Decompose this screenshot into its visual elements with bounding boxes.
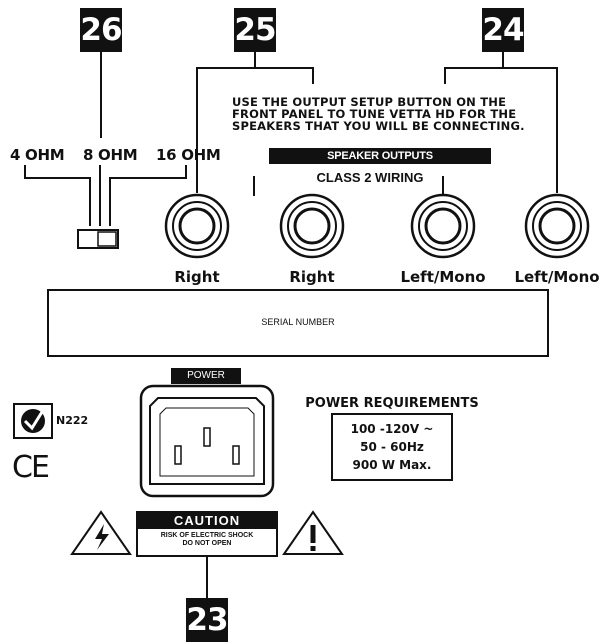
caution-title: CAUTION (173, 513, 241, 528)
speaker-outputs-label: SPEAKER OUTPUTS (269, 148, 491, 164)
wattage-value: 900 W Max. (352, 458, 432, 472)
jack-label-right-1: Right (174, 268, 220, 286)
callout-25: 25 (234, 8, 277, 52)
instruction-line: FRONT PANEL TO TUNE VETTA HD FOR THE (232, 107, 517, 121)
output-setup-instructions: USE THE OUTPUT SETUP BUTTON ON THE FRONT… (232, 96, 532, 132)
speaker-jack-3[interactable] (410, 193, 476, 259)
c-tick-mark (13, 403, 53, 439)
jack-label-left-mono-2: Left/Mono (514, 268, 600, 286)
caution-line-2: DO NOT OPEN (182, 540, 232, 547)
class-2-wiring-label: CLASS 2 WIRING (316, 170, 424, 185)
serial-number-label: SERIAL NUMBER (261, 317, 335, 327)
voltage-value: 100 -120V ~ (350, 422, 434, 436)
serial-number-box (47, 289, 549, 357)
ohm-16-label: 16 OHM (156, 146, 221, 164)
ohm4-bracket (24, 165, 91, 226)
caution-line-1: RISK OF ELECTRIC SHOCK (160, 532, 254, 539)
ohm-8-label: 8 OHM (83, 146, 138, 164)
impedance-switch[interactable] (77, 229, 119, 249)
instruction-line: SPEAKERS THAT YOU WILL BE CONNECTING. (232, 119, 525, 133)
electric-shock-warning-icon (70, 510, 132, 555)
power-inlet[interactable] (139, 384, 275, 498)
frequency-value: 50 - 60Hz (360, 440, 424, 454)
n222-code: N222 (56, 414, 89, 427)
caution-text: RISK OF ELECTRIC SHOCK DO NOT OPEN (137, 532, 277, 548)
callout-23: 23 (186, 598, 229, 642)
power-requirements-values: 100 -120V ~ 50 - 60Hz 900 W Max. (332, 420, 452, 474)
jack-label-left-mono-1: Left/Mono (400, 268, 486, 286)
speaker-jack-1[interactable] (164, 193, 230, 259)
speaker-jack-2[interactable] (279, 193, 345, 259)
callout-24: 24 (482, 8, 525, 52)
callout-26: 26 (80, 8, 123, 52)
ohm16-bracket (109, 165, 187, 226)
instruction-line: USE THE OUTPUT SETUP BUTTON ON THE (232, 95, 507, 109)
callout-24-bracket (444, 67, 558, 193)
power-label: POWER (171, 368, 241, 384)
caution-warning-icon (282, 510, 344, 555)
ohm-4-label: 4 OHM (10, 146, 65, 164)
power-requirements-box (331, 413, 453, 481)
jack-label-right-2: Right (289, 268, 335, 286)
ce-mark: CE (12, 450, 50, 485)
power-requirements-title: POWER REQUIREMENTS (305, 396, 479, 411)
caution-header-bar (137, 512, 277, 529)
speaker-jack-4[interactable] (524, 193, 590, 259)
